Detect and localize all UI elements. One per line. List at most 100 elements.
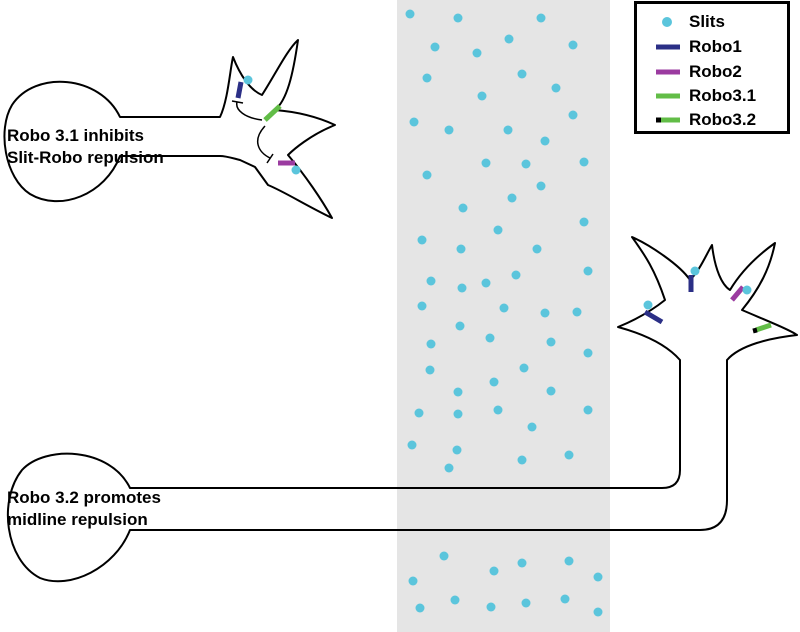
slit-dot bbox=[452, 445, 462, 455]
slit-dot bbox=[444, 125, 454, 135]
slit-dot bbox=[540, 308, 550, 318]
slit-dot bbox=[546, 386, 556, 396]
bottom-bound-slit-top bbox=[690, 266, 700, 276]
slit-dot bbox=[425, 365, 435, 375]
legend-item-robo2: Robo2 bbox=[637, 60, 787, 84]
midline-band bbox=[397, 0, 610, 632]
slit-dot bbox=[593, 607, 603, 617]
bottom-cell-label-line-1: Robo 3.2 promotes bbox=[7, 488, 161, 507]
slit-dot bbox=[583, 266, 593, 276]
slit-dot bbox=[458, 203, 468, 213]
bottom-bound-slit-right bbox=[742, 285, 752, 295]
bottom-robo1-receptor-left bbox=[643, 309, 664, 325]
slit-dot bbox=[426, 339, 436, 349]
slit-dot bbox=[517, 455, 527, 465]
slit-dot bbox=[579, 217, 589, 227]
slit-dot bbox=[593, 572, 603, 582]
top-cell-label-line-1: Robo 3.1 inhibits bbox=[7, 126, 144, 145]
slit-dot bbox=[414, 408, 424, 418]
top-cell-label: Robo 3.1 inhibits Slit-Robo repulsion bbox=[7, 125, 164, 169]
slit-dot bbox=[485, 333, 495, 343]
slit-dot bbox=[511, 270, 521, 280]
slit-dot bbox=[405, 9, 415, 19]
bottom-robo3-2-receptor bbox=[755, 322, 772, 333]
top-inhibition-arc-upper bbox=[236, 101, 263, 121]
slit-dot bbox=[481, 278, 491, 288]
slit-dot-icon bbox=[662, 17, 672, 27]
slit-dot bbox=[453, 387, 463, 397]
slit-dot bbox=[489, 377, 499, 387]
slit-dot bbox=[560, 594, 570, 604]
top-cell-label-line-2: Slit-Robo repulsion bbox=[7, 148, 164, 167]
slit-dot bbox=[536, 181, 546, 191]
slit-dot bbox=[517, 558, 527, 568]
slit-dot bbox=[472, 48, 482, 58]
robo3-2-bar-icon bbox=[656, 117, 680, 123]
slit-dot bbox=[453, 13, 463, 23]
slit-dot bbox=[408, 576, 418, 586]
legend-item-slits: Slits bbox=[637, 10, 787, 34]
top-neuron-outline bbox=[3, 39, 336, 219]
slit-dot bbox=[503, 125, 513, 135]
slit-dot bbox=[551, 83, 561, 93]
slit-dot bbox=[430, 42, 440, 52]
slit-dot bbox=[493, 405, 503, 415]
slit-dot bbox=[450, 595, 460, 605]
slit-dot bbox=[455, 321, 465, 331]
slit-dot bbox=[489, 566, 499, 576]
top-robo1-receptor bbox=[235, 81, 244, 99]
top-inhibition-bar-lower bbox=[266, 153, 274, 164]
bottom-cell-label: Robo 3.2 promotes midline repulsion bbox=[7, 487, 161, 531]
slit-dot bbox=[453, 409, 463, 419]
slit-dot bbox=[417, 235, 427, 245]
slit-dot bbox=[417, 301, 427, 311]
slit-dot bbox=[407, 440, 417, 450]
slit-dot bbox=[568, 110, 578, 120]
top-inhibition-arc-lower bbox=[256, 125, 271, 159]
top-neuron bbox=[3, 39, 336, 219]
slit-dot bbox=[481, 158, 491, 168]
legend-label-robo1: Robo1 bbox=[689, 37, 742, 56]
slit-dot bbox=[415, 603, 425, 613]
slit-dot bbox=[536, 13, 546, 23]
slit-dot bbox=[457, 283, 467, 293]
slit-dot bbox=[583, 348, 593, 358]
slit-dot bbox=[422, 73, 432, 83]
top-bound-slit-robo1 bbox=[243, 75, 253, 85]
slit-dot bbox=[527, 422, 537, 432]
legend-item-robo1: Robo1 bbox=[637, 35, 787, 59]
legend-label-robo3-2: Robo3.2 bbox=[689, 110, 757, 129]
slit-dot bbox=[521, 159, 531, 169]
slit-dot bbox=[579, 157, 589, 167]
slit-dot bbox=[477, 91, 487, 101]
slit-dot bbox=[540, 136, 550, 146]
robo1-bar-icon bbox=[656, 44, 680, 50]
bottom-robo3-2-receptor-tip bbox=[752, 327, 758, 334]
slit-dot bbox=[426, 276, 436, 286]
midline-slit-dots bbox=[405, 9, 603, 617]
slit-dot bbox=[521, 598, 531, 608]
slit-dot bbox=[507, 193, 517, 203]
slit-dot bbox=[532, 244, 542, 254]
robo2-bar-icon bbox=[656, 69, 680, 75]
slit-dot bbox=[499, 303, 509, 313]
slit-dot bbox=[486, 602, 496, 612]
legend-item-robo3-2: Robo3.2 bbox=[637, 108, 787, 132]
bottom-cell-label-line-2: midline repulsion bbox=[7, 510, 148, 529]
slit-dot bbox=[583, 405, 593, 415]
slit-dot bbox=[517, 69, 527, 79]
slit-dot bbox=[564, 556, 574, 566]
bottom-bound-slit-left bbox=[643, 300, 653, 310]
slit-dot bbox=[572, 307, 582, 317]
slit-dot bbox=[439, 551, 449, 561]
slit-dot bbox=[409, 117, 419, 127]
robo3-1-bar-icon bbox=[656, 93, 680, 99]
slit-dot bbox=[568, 40, 578, 50]
slit-dot bbox=[493, 225, 503, 235]
slit-dot bbox=[422, 170, 432, 180]
legend-label-robo3-1: Robo3.1 bbox=[689, 86, 757, 105]
legend-box: Slits Robo1 Robo2 Robo3.1 Robo3.2 bbox=[634, 1, 790, 134]
bottom-neuron-outline bbox=[6, 236, 798, 583]
